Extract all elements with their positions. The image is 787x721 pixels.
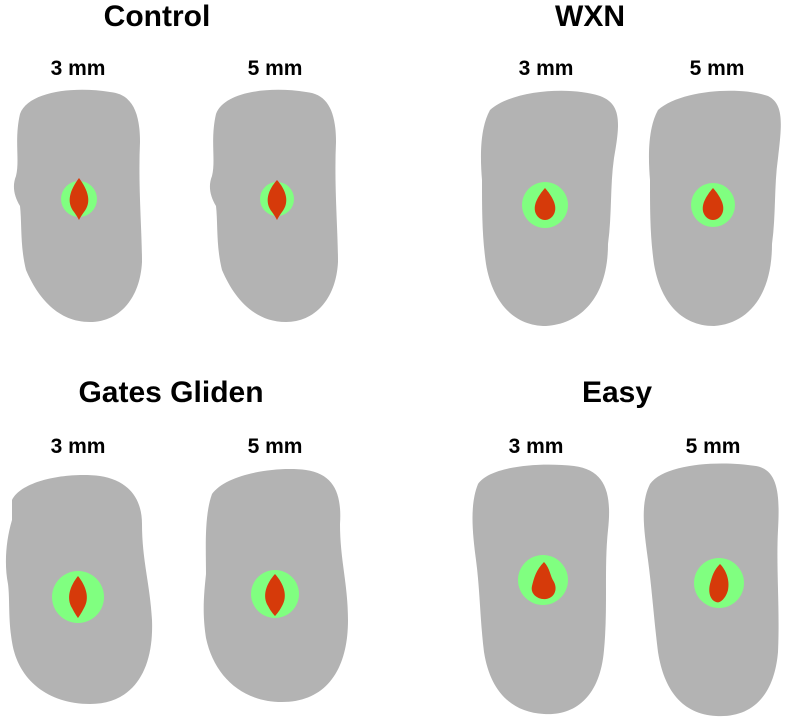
level-label-easy-5mm: 5 mm xyxy=(685,435,741,458)
level-label-control-5mm: 5 mm xyxy=(247,57,303,80)
original-canal-control-5mm xyxy=(267,180,287,220)
original-canal-gates-3mm xyxy=(69,576,87,618)
group-title-easy: Easy xyxy=(581,376,653,409)
original-canal-wxn-5mm xyxy=(702,188,724,220)
shaped-canal-fill xyxy=(52,181,744,623)
level-label-wxn-5mm: 5 mm xyxy=(689,57,745,80)
group-title-control: Control xyxy=(103,0,211,33)
level-label-wxn-3mm: 3 mm xyxy=(518,57,574,80)
original-canal-wxn-3mm xyxy=(534,188,556,220)
original-canal-easy-3mm xyxy=(531,562,556,600)
root-fill xyxy=(5,89,781,717)
level-label-gates-5mm: 5 mm xyxy=(247,435,303,458)
original-canal-gates-5mm xyxy=(265,574,285,616)
original-canal-fill xyxy=(69,178,729,618)
level-label-control-3mm: 3 mm xyxy=(50,57,106,80)
level-label-easy-3mm: 3 mm xyxy=(508,435,564,458)
level-label-gates-3mm: 3 mm xyxy=(50,435,106,458)
original-canal-easy-5mm xyxy=(709,564,729,603)
original-canal-control-3mm xyxy=(69,178,89,220)
group-title-gates-gliden: Gates Gliden xyxy=(78,376,264,409)
group-title-wxn: WXN xyxy=(555,0,625,33)
